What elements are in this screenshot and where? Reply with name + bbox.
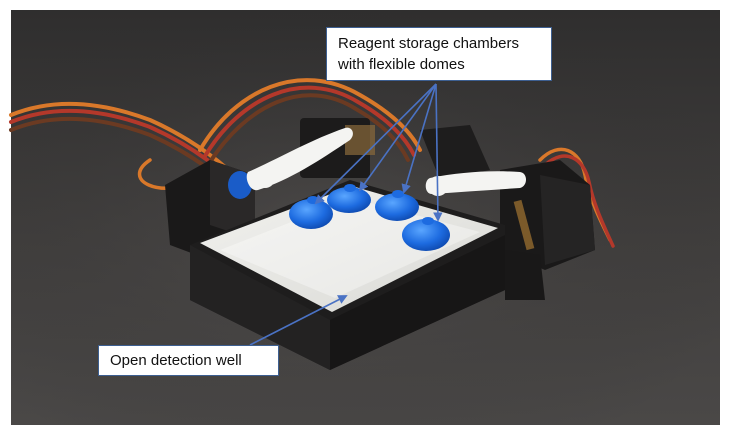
dome-1: [289, 199, 333, 229]
detection-well-callout: Open detection well: [98, 345, 279, 376]
servo-left: [165, 160, 255, 260]
dome-2: [327, 187, 371, 213]
annotation-arrows: [249, 83, 443, 346]
reagent-callout-line2: with flexible domes: [338, 56, 465, 73]
arrow-to-dome-1: [314, 83, 437, 205]
detection-well-surface: [200, 186, 498, 312]
servo-right: [500, 160, 595, 270]
reagent-callout-line1: Reagent storage chambers: [338, 35, 519, 52]
arrow-to-dome-2: [358, 83, 437, 192]
reagent-chambers-callout: Reagent storage chambers with flexible d…: [326, 27, 552, 81]
arrow-to-dome-4: [433, 83, 443, 222]
servo-horns: [246, 127, 526, 196]
dome-3: [375, 193, 419, 221]
arrow-to-detection-well: [249, 295, 348, 346]
dome-4: [402, 219, 450, 251]
arrow-to-dome-3: [401, 83, 437, 194]
